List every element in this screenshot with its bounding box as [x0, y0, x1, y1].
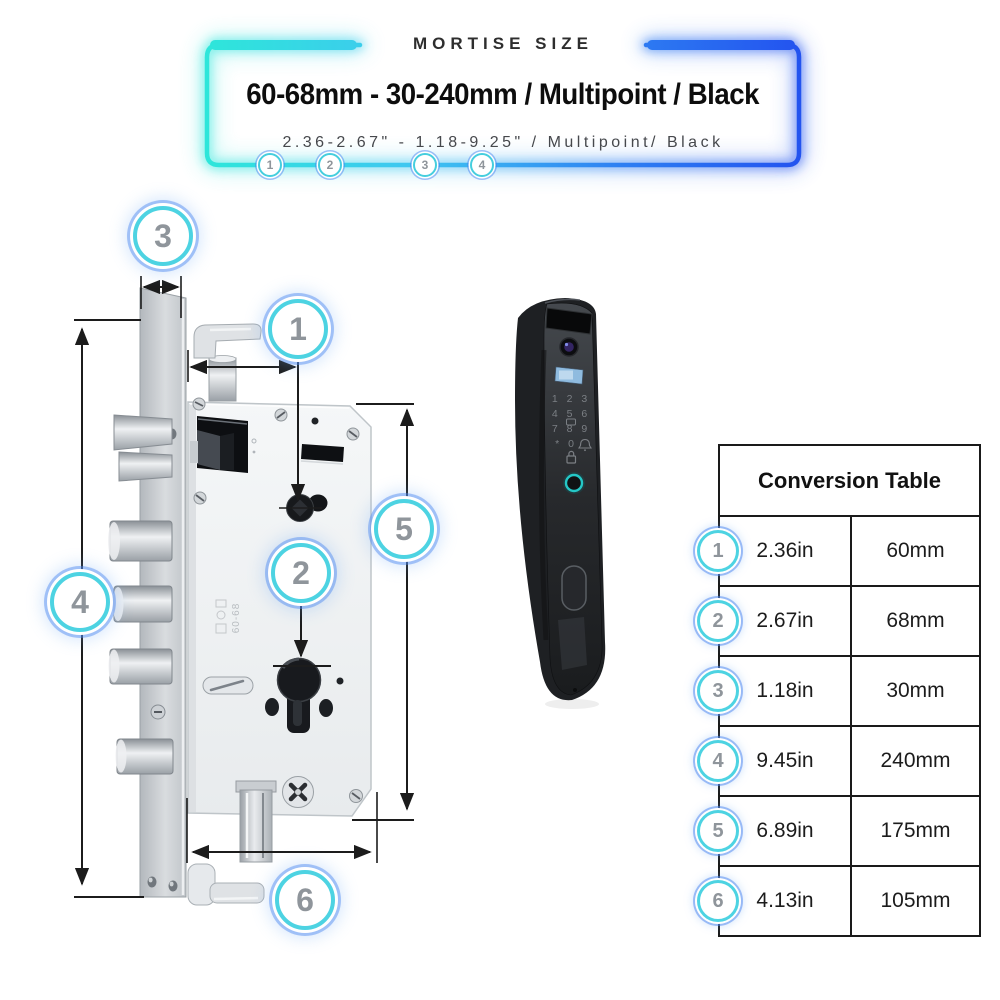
deadbolt-pins — [108, 414, 174, 775]
mm-cell: 240mm — [880, 749, 951, 772]
inches-cell: 9.45in — [720, 727, 852, 795]
dimension-3-faceplate-width — [140, 276, 182, 318]
keypad-row-4[interactable]: * 0 — [555, 438, 577, 450]
table-row: 2 2.67in 68mm — [697, 587, 979, 657]
row-badge-5: 5 — [697, 810, 739, 852]
dimension-6-body-width — [186, 792, 378, 863]
doorbell-icon[interactable] — [578, 438, 592, 452]
table-row: 3 1.18in 30mm — [697, 657, 979, 727]
mortise-lock-diagram: 60-68 — [74, 276, 415, 906]
keypad[interactable]: 1 2 3 4 5 6 7 8 9 * 0 — [552, 393, 592, 464]
keypad-row-3[interactable]: 7 8 9 — [552, 423, 590, 435]
eyebrow-title: MORTISE SIZE — [413, 34, 593, 53]
callout-1: 1 — [268, 299, 328, 359]
product-subtitle: 2.36-2.67" - 1.18-9.25" / Multipoint/ Bl… — [282, 134, 724, 151]
table-row: 4 9.45in 240mm — [697, 727, 979, 797]
header-marker-3: 3 — [413, 153, 437, 177]
callout-5: 5 — [374, 499, 434, 559]
conversion-table: Conversion Table 1 2.36in 60mm 2 2.67in … — [697, 444, 981, 937]
glow-frame — [200, 36, 806, 172]
bolt-pin — [108, 520, 173, 562]
follower-slot — [202, 676, 254, 695]
header-marker-1: 1 — [258, 153, 282, 177]
inches-cell: 1.18in — [720, 657, 852, 725]
bolt-pin — [112, 585, 173, 623]
lock-icon — [566, 450, 577, 464]
euro-cylinder — [265, 657, 333, 733]
sensor-window — [545, 307, 593, 335]
dimension-1-backset — [187, 350, 297, 382]
row-badge-6: 6 — [697, 880, 739, 922]
inches-cell: 4.13in — [720, 867, 852, 935]
bottom-hook-bolt — [187, 863, 265, 906]
conversion-table-title: Conversion Table — [720, 446, 979, 517]
mm-cell: 30mm — [886, 679, 945, 702]
table-row: 6 4.13in 105mm — [697, 867, 979, 935]
status-screen — [554, 366, 584, 385]
device-front-panel — [543, 302, 603, 696]
camera-lens-icon — [559, 337, 579, 357]
row-badge-2: 2 — [697, 600, 739, 642]
header-marker-4: 4 — [470, 153, 494, 177]
etched-markings: 60-68 — [215, 599, 242, 634]
keypad-row-2[interactable]: 4 5 6 — [552, 408, 590, 420]
row-badge-3: 3 — [697, 670, 739, 712]
row-badge-4: 4 — [697, 740, 739, 782]
latch-window — [190, 416, 248, 473]
mm-cell: 175mm — [880, 819, 951, 842]
callout-6: 6 — [275, 870, 335, 930]
mm-cell: 105mm — [880, 889, 951, 912]
callout-2: 2 — [271, 543, 331, 603]
smart-lock-device: 1 2 3 4 5 6 7 8 9 * 0 — [515, 298, 606, 709]
bolt-pin — [108, 648, 173, 685]
top-hook-bolt — [193, 323, 262, 402]
header-marker-2: 2 — [318, 153, 342, 177]
bottom-latch — [235, 780, 277, 863]
mm-cell: 60mm — [886, 539, 945, 562]
table-row: 5 6.89in 175mm — [697, 797, 979, 867]
row-badge-1: 1 — [697, 530, 739, 572]
table-row: 1 2.36in 60mm — [697, 517, 979, 587]
product-title: 60-68mm - 30-240mm / Multipoint / Black — [206, 78, 800, 112]
etch-size-label: 60-68 — [231, 603, 242, 634]
fingerprint-ring[interactable] — [563, 472, 585, 494]
top-slot — [300, 444, 344, 465]
bolt-pin — [115, 738, 174, 775]
inches-cell: 2.67in — [720, 587, 852, 655]
callout-3: 3 — [133, 206, 193, 266]
plate-screws — [192, 397, 363, 808]
dimension-5-body-height — [352, 403, 415, 821]
mm-cell: 68mm — [886, 609, 945, 632]
keypad-row-1[interactable]: 1 2 3 — [552, 393, 590, 405]
product-title-text: 60-68mm - 30-240mm / Multipoint / Black — [246, 78, 760, 111]
inches-cell: 2.36in — [720, 517, 852, 585]
battery-cover-button[interactable] — [561, 565, 587, 611]
callout-4: 4 — [50, 572, 110, 632]
ic-card-icon — [566, 418, 576, 426]
inches-cell: 6.89in — [720, 797, 852, 865]
dimension-2-centers — [273, 360, 331, 667]
